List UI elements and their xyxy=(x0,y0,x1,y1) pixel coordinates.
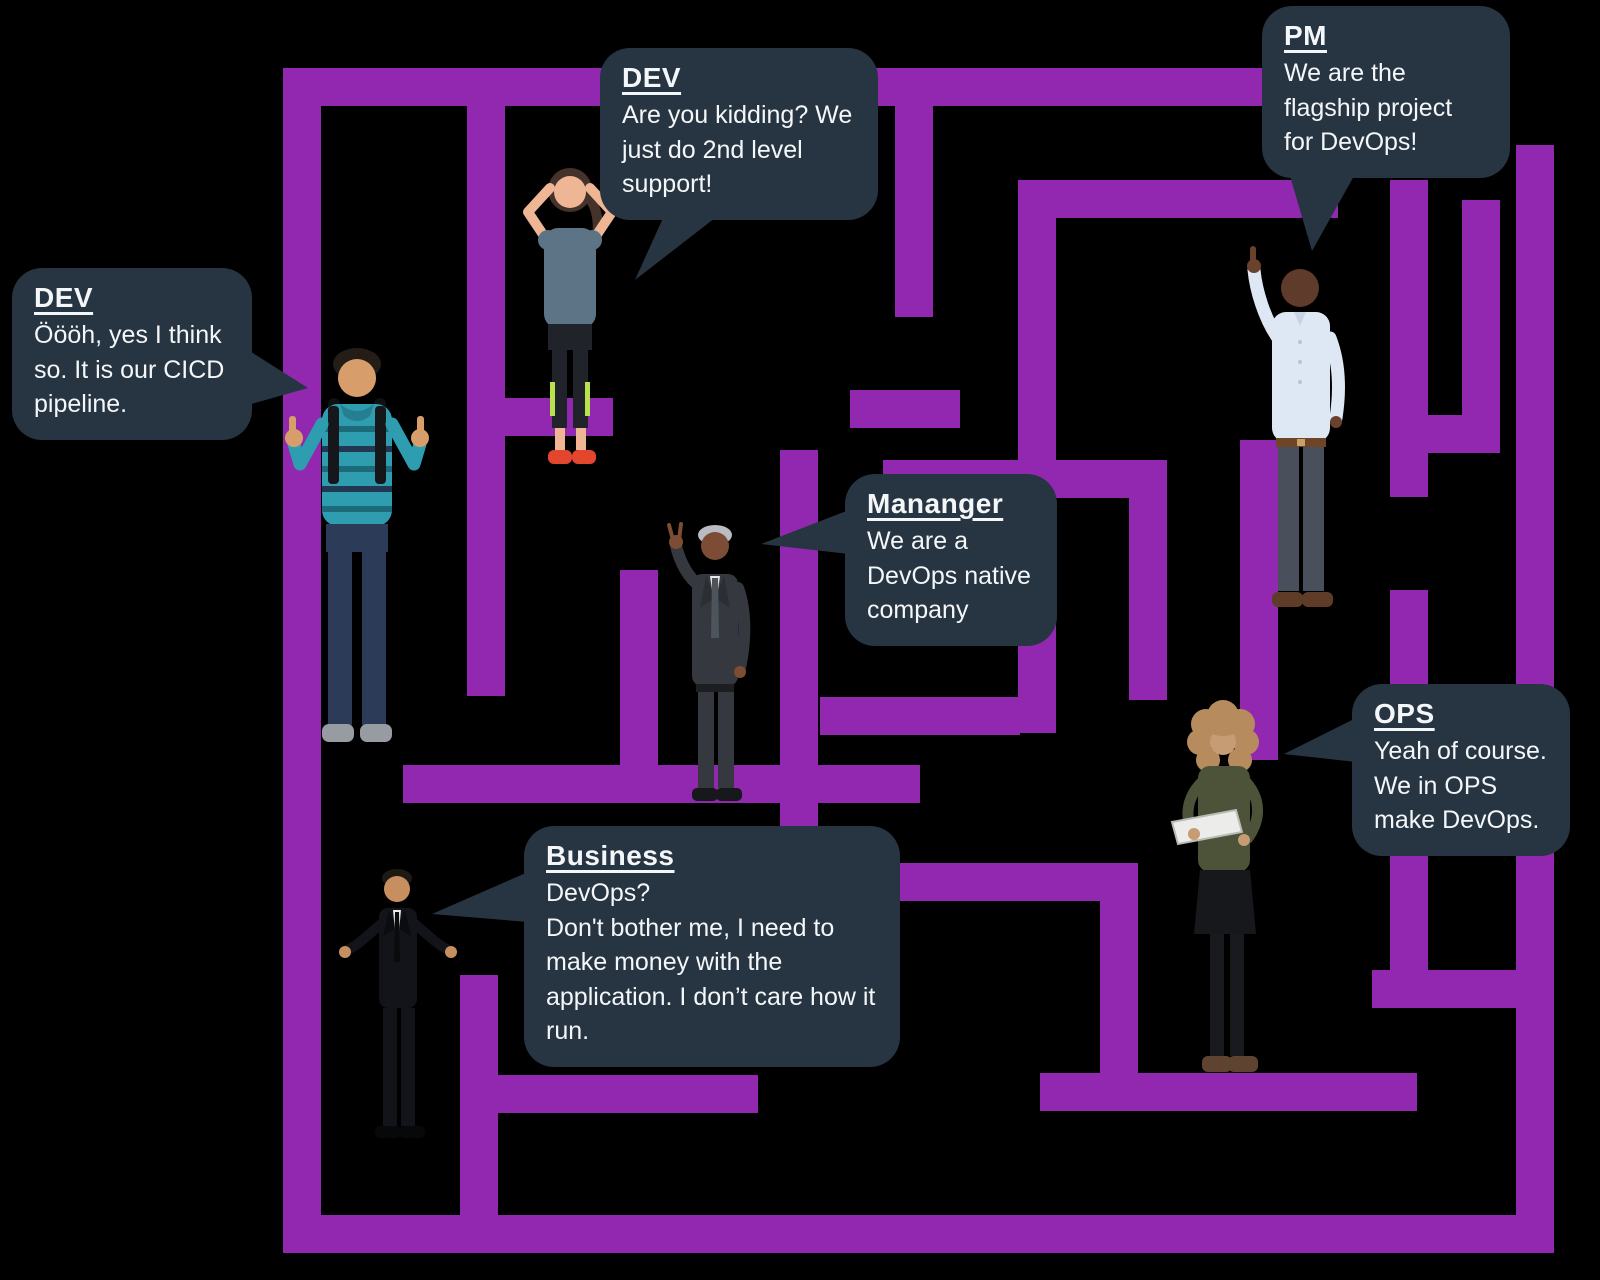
bubble-text: Are you kidding? We just do 2nd level su… xyxy=(622,101,853,198)
bubble-title: Business xyxy=(546,840,675,871)
bubble-text: Öööh, yes I think so. It is our CICD pip… xyxy=(34,321,225,418)
dev-man-figure xyxy=(262,340,447,760)
bubble-tail xyxy=(432,872,528,922)
bubble-tail xyxy=(635,217,715,280)
dev-woman-figure xyxy=(500,156,640,482)
speech-bubble-pm: PM We are the flagship project for DevOp… xyxy=(1262,6,1510,251)
pm-figure xyxy=(1198,246,1373,628)
bubble-text: Yeah of course. We in OPS make DevOps. xyxy=(1374,737,1547,834)
bubble-text: DevOps? Don't bother me, I need to make … xyxy=(546,879,876,1045)
bubble-title: Mananger xyxy=(867,488,1004,519)
bubble-tail xyxy=(761,510,849,554)
speech-bubble-business: Business DevOps? Don't bother me, I need… xyxy=(432,826,900,1067)
speech-bubble-dev-man: DEV Öööh, yes I think so. It is our CICD… xyxy=(12,268,308,440)
speech-bubble-ops: OPS Yeah of course. We in OPS make DevOp… xyxy=(1284,684,1570,856)
bubble-title: DEV xyxy=(622,62,682,93)
speech-bubble-dev-woman: DEV Are you kidding? We just do 2nd leve… xyxy=(600,48,878,280)
ops-figure xyxy=(1128,686,1328,1096)
bubble-text: We are a DevOps native company xyxy=(867,527,1031,624)
bubble-title: DEV xyxy=(34,282,94,313)
speech-bubble-mananger: Mananger We are a DevOps native company xyxy=(761,474,1057,646)
bubble-text: We are the flagship project for DevOps! xyxy=(1284,59,1453,156)
bubble-title: PM xyxy=(1284,20,1327,51)
bubble-tail xyxy=(1284,718,1356,762)
mananger-figure xyxy=(648,520,783,816)
maze-walls xyxy=(283,68,1554,1253)
bubble-title: OPS xyxy=(1374,698,1435,729)
business-figure xyxy=(333,866,483,1172)
bubble-tail xyxy=(248,350,308,405)
bubble-tail xyxy=(1290,175,1354,251)
